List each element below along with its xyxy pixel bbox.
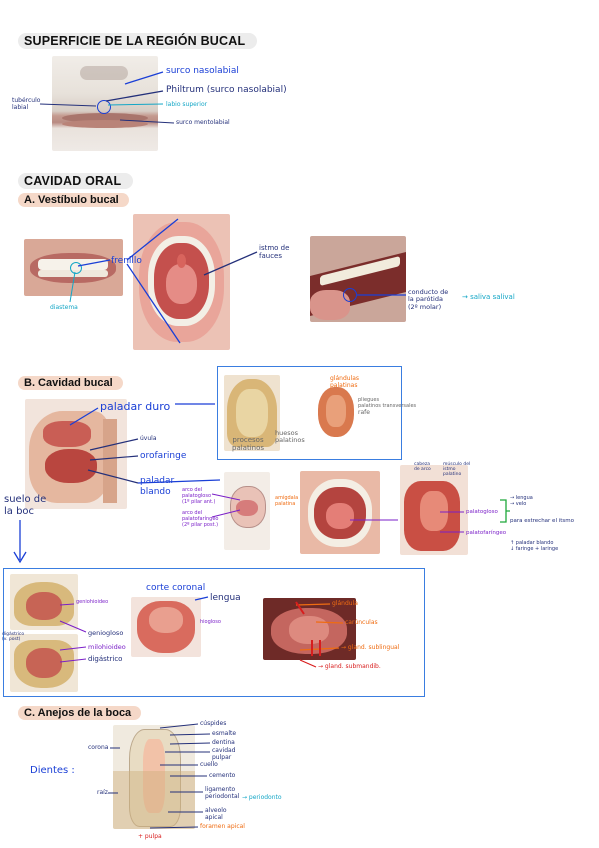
label-raiz: raíz [97, 789, 108, 796]
label-lengua: lengua [210, 593, 241, 603]
label-corona: corona [88, 744, 109, 751]
label-periodonto: → periodonto [242, 794, 282, 801]
label-saliva: → saliva salival [462, 293, 515, 301]
label-surco-mentolabial: surco mentolabial [176, 119, 230, 126]
label-corte: corte coronal [146, 583, 206, 593]
label-pulpa: + pulpa [138, 833, 162, 840]
hard-palate-photo [224, 375, 280, 451]
label-glandula: glándula [332, 600, 358, 607]
palate-glands-photo [316, 383, 356, 439]
label-geniohioideo: geniohioideo [76, 599, 109, 605]
label-submandib: → gland. submandib. [318, 663, 381, 670]
label-conducto: conducto de la parótida (2º molar) [408, 288, 449, 311]
mandible-top-drawing [10, 574, 78, 630]
label-glandulas: glándulas palatinas [330, 375, 360, 389]
label-esmalte: esmalte [212, 730, 237, 737]
diastema-circle [70, 262, 82, 274]
label-cabeza: cabeza de arco [414, 462, 431, 473]
label-sublingual: → gland. sublingual [341, 644, 400, 651]
label-cuspides: cúspides [200, 720, 227, 727]
label-hiogloso: hiogloso [200, 619, 221, 625]
label-r3: ↑ paladar blando ↓ faringe + laringe [510, 540, 559, 552]
label-amigdala: amígdala palatina [275, 495, 299, 507]
label-geniogloso: genioglosο [88, 629, 124, 637]
label-cavidad-pulpar: cavidad pulpar [212, 747, 236, 761]
subtitle-vestibulo: A. Vestíbulo bucal [18, 193, 129, 207]
label-huesos: huesos palatinos [275, 429, 305, 445]
label-alveolo: alveolo apical [205, 807, 227, 821]
tooth-section-drawing [113, 725, 195, 829]
label-cemento: cemento [209, 772, 236, 779]
mouth-tonsil-photo [300, 471, 380, 554]
mandible-bottom-drawing [10, 634, 78, 692]
label-diastema: diastema [50, 304, 78, 311]
label-milohioideo: milohioideo [88, 643, 126, 651]
label-istmo: istmo de fauces [259, 244, 290, 261]
section-title-superficie: SUPERFICIE DE LA REGIÓN BUCAL [18, 33, 258, 49]
label-arco-palatogloso: arco del palatogloso (1º pilar ant.) [182, 487, 216, 505]
label-foramen: foramen apical [200, 823, 245, 830]
label-uvula: úvula [140, 435, 157, 442]
label-palatogloso: palatogloso [466, 509, 498, 515]
subtitle-cavidad-bucal: B. Cavidad bucal [18, 376, 123, 390]
label-procesos: procesos palatinos [232, 436, 265, 453]
label-musculos: músculo del istmo palatino [443, 462, 471, 478]
label-carunculas: carúnculas [345, 619, 378, 626]
sagittal-head-photo [25, 399, 127, 509]
label-digastrico-ant: digástrico (v. post) [2, 632, 25, 643]
parotida-circle [343, 288, 357, 302]
palatal-arches-drawing [224, 472, 270, 550]
open-mouth-photo [133, 214, 230, 350]
label-r2: para estrechar el itsmo [510, 518, 574, 524]
pharynx-muscles-drawing [400, 465, 468, 555]
label-tuberculo: tubérculo labial [12, 97, 41, 111]
label-arco-palatofaringeo: arco del palatofaríngeo (2º pilar post.) [182, 510, 219, 528]
label-dentina: dentina [212, 739, 235, 746]
label-suelo: suelo de la boc [4, 494, 47, 517]
label-paladar-duro: paladar duro [100, 400, 171, 413]
label-philtrum: Philtrum (surco nasolabial) [166, 85, 287, 95]
label-digastrico: digástrico [88, 655, 123, 663]
coronal-section-drawing [131, 597, 201, 657]
label-frenillo: frenillo [111, 256, 142, 266]
box-suelo-boca [3, 568, 425, 697]
section-title-cavidad-oral: CAVIDAD ORAL [18, 173, 134, 189]
box-paladar-duro [217, 366, 402, 460]
label-rafe: rafe [358, 409, 370, 416]
label-pliegues: pliegues palatinos transversales [358, 397, 417, 409]
label-dientes: Dientes : [30, 765, 75, 776]
label-surco-nasolabial: surco nasolabial [166, 66, 239, 76]
label-r1: → lengua → velo [510, 495, 533, 507]
label-cuello: cuello [200, 761, 218, 768]
cheek-photo [310, 236, 406, 322]
label-ligamento: ligamento periodontal [205, 786, 240, 800]
tuberculo-circle [97, 100, 111, 114]
label-orofaringe: orofaringe [140, 451, 187, 461]
label-labio-superior: labio superior [166, 101, 208, 108]
subtitle-anejos: C. Anejos de la boca [18, 706, 142, 720]
label-palatofaringeo: palatofaríngeo [466, 530, 507, 536]
label-paladar-blando: paladar blando [140, 476, 175, 497]
